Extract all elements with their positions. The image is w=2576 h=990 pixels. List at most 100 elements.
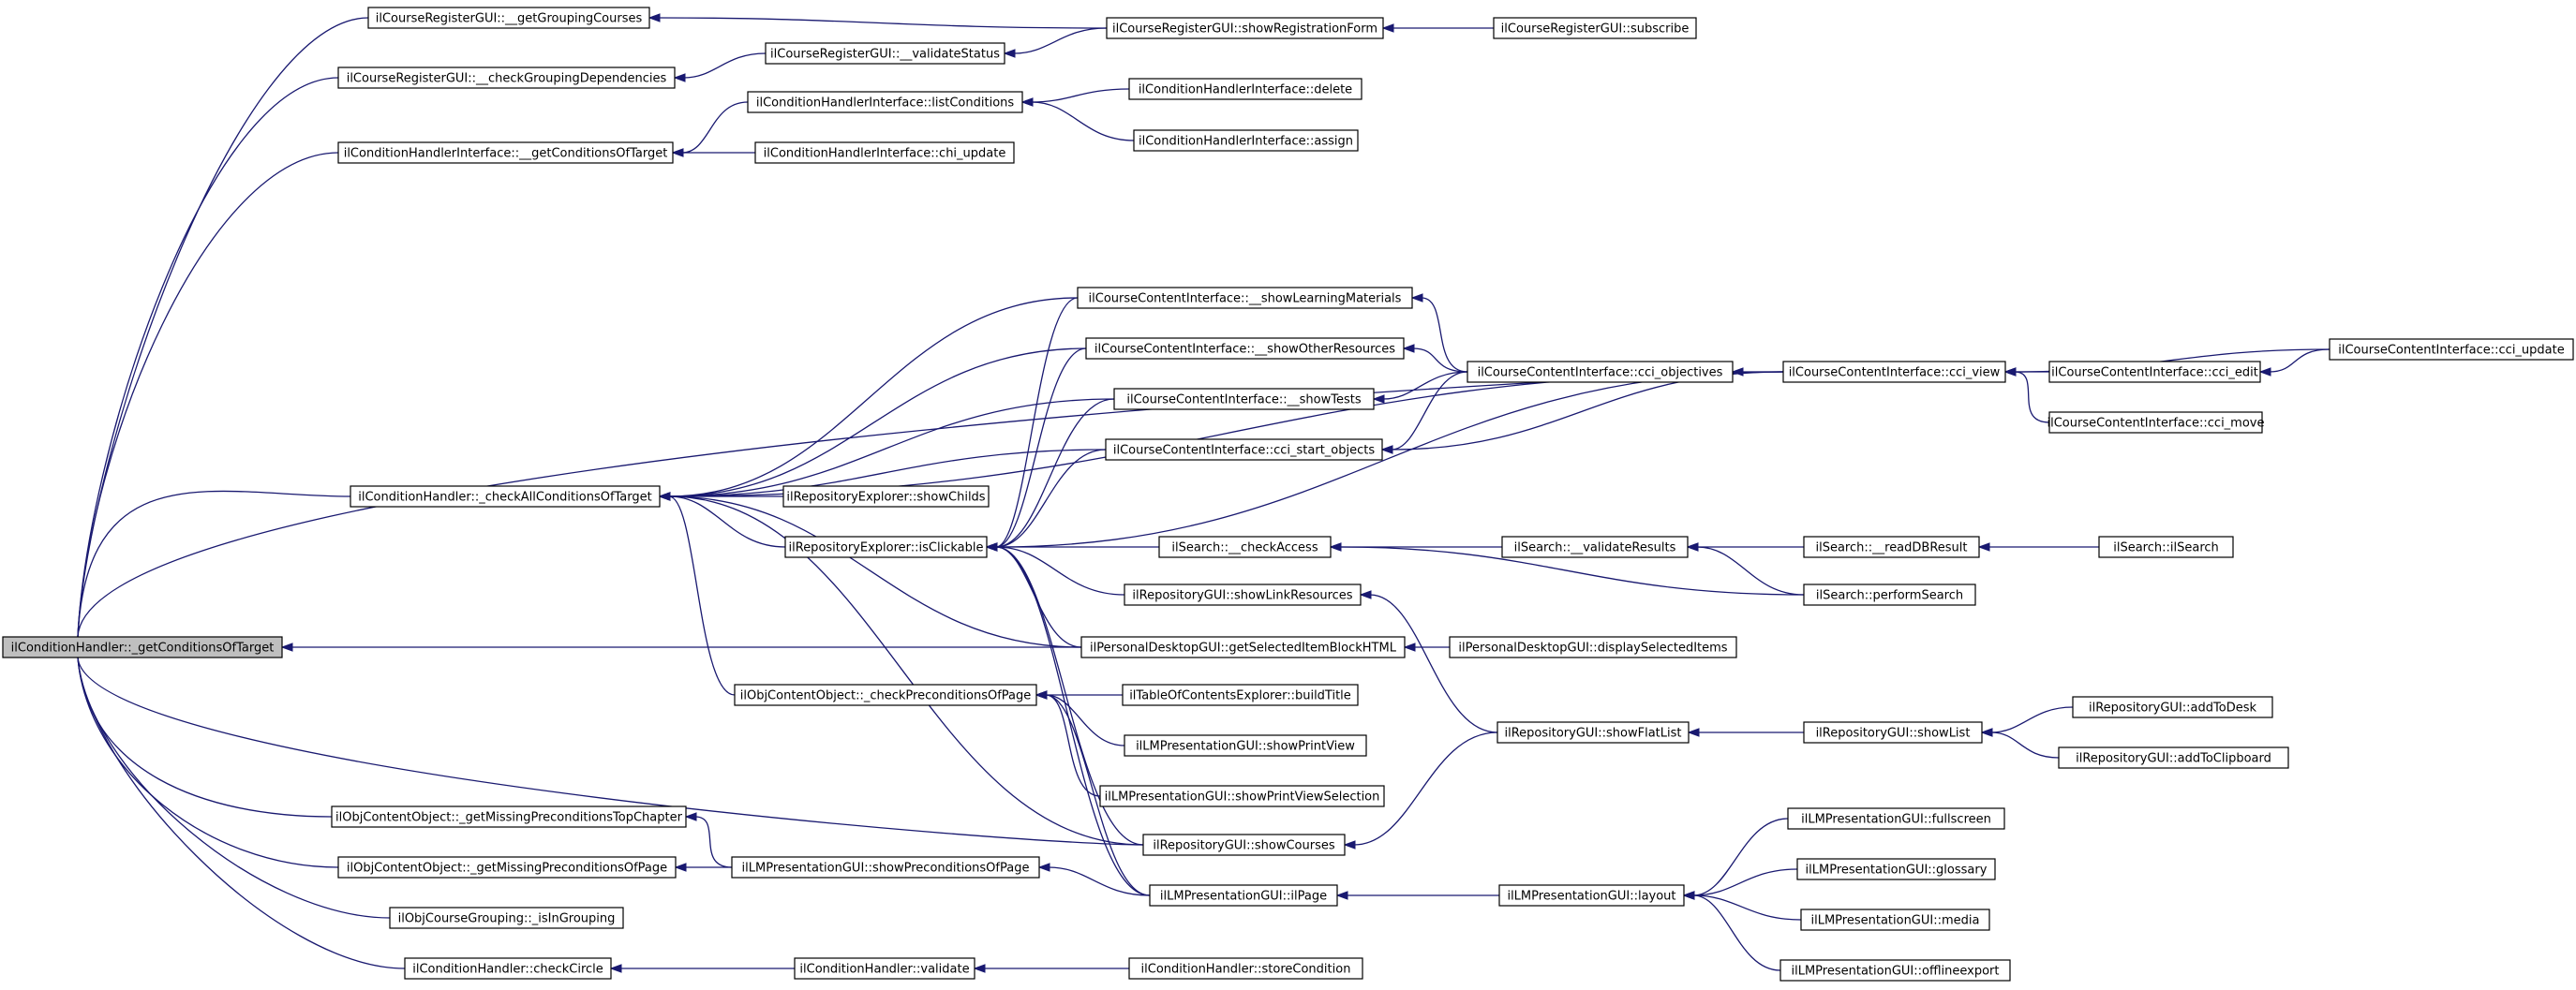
- node-chiGetCond[interactable]: ilConditionHandlerInterface::__getCondit…: [337, 141, 674, 164]
- node-chiUpdate[interactable]: ilConditionHandlerInterface::chi_update: [754, 141, 1015, 164]
- arrowhead: [674, 863, 687, 872]
- edge-addToDesk-to-showList: [1990, 706, 2074, 733]
- node-addToDesk[interactable]: ilRepositoryGUI::addToDesk: [2072, 696, 2273, 718]
- node-validate[interactable]: ilConditionHandler::validate: [794, 957, 975, 980]
- node-showRegForm[interactable]: ilCourseRegisterGUI::showRegistrationFor…: [1106, 17, 1384, 39]
- node-offline[interactable]: ilLMPresentationGUI::offlineexport: [1779, 959, 2011, 982]
- edge-cciView-to-cciStart: [1391, 371, 1784, 451]
- node-label: ilPersonalDesktopGUI::getSelectedItemBlo…: [1090, 642, 1397, 656]
- node-missingTop[interactable]: ilObjContentObject::_getMissingPrecondit…: [331, 805, 687, 828]
- edge-offline-to-layout: [1692, 894, 1781, 971]
- node-showLM[interactable]: ilCourseContentInterface::__showLearning…: [1077, 287, 1413, 309]
- node-showCourses[interactable]: ilRepositoryGUI::showCourses: [1142, 834, 1346, 856]
- edge-cciStart-to-checkAll: [668, 449, 1107, 497]
- node-cciUpdate[interactable]: ilCourseContentInterface::cci_update: [2329, 338, 2574, 361]
- node-label: ilCourseContentInterface::cci_update: [2338, 344, 2564, 358]
- node-label: ilLMPresentationGUI::showPrintView: [1136, 740, 1355, 754]
- node-showLinkRes[interactable]: ilRepositoryGUI::showLinkResources: [1124, 584, 1362, 606]
- node-cciStart[interactable]: ilCourseContentInterface::cci_start_obje…: [1105, 438, 1383, 461]
- node-label: ilLMPresentationGUI::glossary: [1806, 864, 1988, 878]
- node-box: [794, 957, 975, 980]
- edge-showCourses-to-isClickable: [995, 546, 1144, 846]
- node-box: [2048, 411, 2263, 434]
- edge-cciObjectives-to-showTests: [1382, 371, 1468, 400]
- arrowhead: [2258, 367, 2271, 377]
- arrowhead: [671, 148, 684, 157]
- node-buildTitle[interactable]: ilTableOfContentsExplorer::buildTitle: [1122, 684, 1359, 706]
- node-showPrecond[interactable]: ilLMPresentationGUI::showPreconditionsOf…: [731, 856, 1040, 879]
- node-layout[interactable]: ilLMPresentationGUI::layout: [1498, 884, 1685, 907]
- node-box: [1124, 584, 1362, 606]
- arrowhead: [1403, 643, 1416, 652]
- node-isInGrouping[interactable]: ilObjCourseGrouping::_isInGrouping: [389, 907, 624, 929]
- edge-performSearch-to-checkAccess: [1339, 546, 1805, 596]
- node-label: ilObjContentObject::_getMissingPrecondit…: [347, 862, 667, 876]
- arrowhead: [1372, 394, 1385, 404]
- node-checkCircle[interactable]: ilConditionHandler::checkCircle: [404, 957, 612, 980]
- node-ilSearch[interactable]: ilSearch::ilSearch: [2098, 536, 2234, 558]
- edge-cciObjectives-to-showLM: [1421, 297, 1468, 373]
- node-glossary[interactable]: ilLMPresentationGUI::glossary: [1796, 858, 1996, 880]
- node-showFlatList[interactable]: ilRepositoryGUI::showFlatList: [1496, 721, 1690, 744]
- node-box: [1493, 17, 1697, 39]
- node-chiDelete[interactable]: ilConditionHandlerInterface::delete: [1128, 78, 1362, 100]
- edge-showTests-to-checkAll: [668, 398, 1115, 497]
- node-cciMove[interactable]: ilCourseContentInterface::cci_move: [2047, 411, 2265, 434]
- node-isClickable[interactable]: ilRepositoryExplorer::isClickable: [784, 536, 988, 558]
- node-box: [1158, 536, 1332, 558]
- node-box: [331, 805, 687, 828]
- node-label: ilConditionHandler::_checkAllConditionsO…: [358, 491, 652, 505]
- node-addToClip[interactable]: ilRepositoryGUI::addToClipboard: [2058, 746, 2289, 769]
- arrowhead: [1380, 445, 1393, 454]
- node-root[interactable]: ilConditionHandler::_getConditionsOfTarg…: [2, 636, 283, 658]
- node-missingPage[interactable]: ilObjContentObject::_getMissingPrecondit…: [337, 856, 677, 879]
- node-checkAccess[interactable]: ilSearch::__checkAccess: [1158, 536, 1332, 558]
- node-showList[interactable]: ilRepositoryGUI::showList: [1803, 721, 1983, 744]
- arrowhead: [1381, 23, 1394, 33]
- node-subscribe[interactable]: ilCourseRegisterGUI::subscribe: [1493, 17, 1697, 39]
- edge-showFlatList-to-showCourses: [1353, 731, 1498, 846]
- node-checkPrecond[interactable]: ilObjContentObject::_checkPreconditionsO…: [734, 684, 1037, 706]
- edge-chiDelete-to-listConditions: [1031, 88, 1130, 103]
- node-getSelected[interactable]: ilPersonalDesktopGUI::getSelectedItemBlo…: [1080, 636, 1406, 658]
- node-getGrouping[interactable]: ilCourseRegisterGUI::__getGroupingCourse…: [367, 7, 650, 29]
- node-ilPage[interactable]: ilLMPresentationGUI::ilPage: [1149, 884, 1338, 907]
- node-showOther[interactable]: ilCourseContentInterface::__showOtherRes…: [1085, 337, 1405, 360]
- node-box: [1128, 957, 1363, 980]
- node-label: ilRepositoryGUI::addToDesk: [2089, 702, 2256, 716]
- node-box: [1105, 438, 1383, 461]
- node-validateStatus[interactable]: ilCourseRegisterGUI::__validateStatus: [765, 42, 1005, 65]
- node-cciEdit[interactable]: ilCourseContentInterface::cci_edit: [2048, 361, 2261, 383]
- node-label: ilCourseRegisterGUI::__getGroupingCourse…: [376, 12, 643, 26]
- node-readDB[interactable]: ilSearch::__readDBResult: [1803, 536, 1980, 558]
- node-validateResults[interactable]: ilSearch::__validateResults: [1501, 536, 1689, 558]
- node-chiAssign[interactable]: ilConditionHandlerInterface::assign: [1133, 129, 1359, 152]
- node-showPrintView[interactable]: ilLMPresentationGUI::showPrintView: [1124, 734, 1367, 757]
- arrowhead: [658, 492, 671, 501]
- node-box: [2058, 746, 2289, 769]
- node-cciView[interactable]: ilCourseContentInterface::cci_view: [1782, 361, 2006, 383]
- node-fullscreen[interactable]: ilLMPresentationGUI::fullscreen: [1787, 807, 2005, 830]
- edge-cciObjectives-to-cciStart: [1391, 371, 1468, 451]
- node-checkGroupingDeps[interactable]: ilCourseRegisterGUI::__checkGroupingDepe…: [337, 66, 676, 89]
- node-media[interactable]: ilLMPresentationGUI::media: [1800, 909, 1990, 931]
- node-displaySelected[interactable]: ilPersonalDesktopGUI::displaySelectedIte…: [1449, 636, 1737, 658]
- edge-isInGrouping-to-root: [77, 657, 391, 919]
- node-box: [747, 91, 1023, 113]
- node-box: [1106, 17, 1384, 39]
- arrowhead: [985, 542, 998, 552]
- node-showChilds[interactable]: ilRepositoryExplorer::showChilds: [782, 485, 990, 508]
- node-showPrintSel[interactable]: ilLMPresentationGUI::showPrintViewSelect…: [1099, 785, 1385, 807]
- node-cciObjectives[interactable]: ilCourseContentInterface::cci_objectives: [1467, 361, 1734, 383]
- arrowhead: [280, 643, 293, 652]
- node-checkAll[interactable]: ilConditionHandler::_checkAllConditionsO…: [350, 485, 661, 508]
- edge-missingPage-to-root: [77, 657, 339, 868]
- node-performSearch[interactable]: ilSearch::performSearch: [1803, 584, 1976, 606]
- arrowhead: [1359, 590, 1372, 599]
- node-listConditions[interactable]: ilConditionHandlerInterface::listConditi…: [747, 91, 1023, 113]
- node-storeCond[interactable]: ilConditionHandler::storeCondition: [1128, 957, 1363, 980]
- node-showTests[interactable]: ilCourseContentInterface::__showTests: [1113, 388, 1375, 410]
- node-box: [404, 957, 612, 980]
- node-label: ilRepositoryGUI::showList: [1816, 727, 1971, 741]
- edge-showPrecond-to-missingTop: [694, 816, 733, 868]
